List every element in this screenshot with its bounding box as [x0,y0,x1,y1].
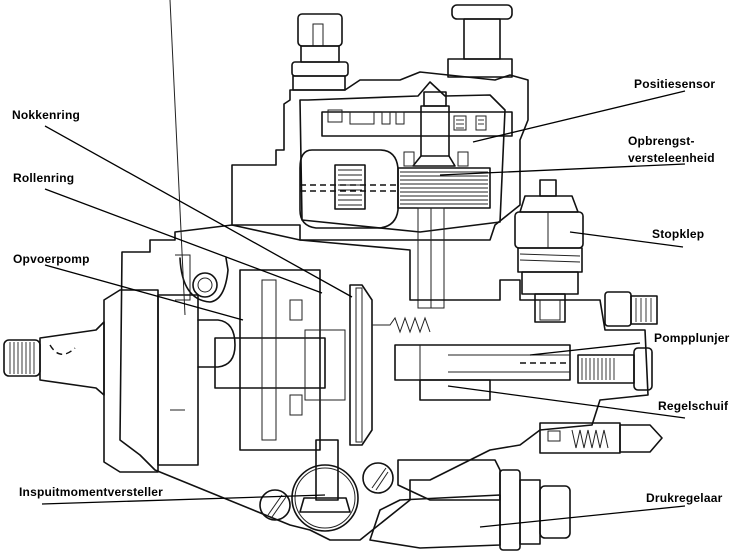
label-drukregelaar: Drukregelaar [646,491,723,505]
lamination-stack [400,171,488,205]
leader-opbrengst [439,163,686,176]
leader-nokkenring [44,125,353,298]
pressure-regulator [369,469,571,551]
label-stopklep: Stopklep [652,227,705,241]
leader-lines [41,90,686,528]
lower-valve [539,422,663,454]
leader-opvoerpomp [44,264,244,321]
coil-winding [338,169,362,206]
label-opvoerpomp: Opvoerpomp [13,252,90,266]
label-positiesensor: Positiesensor [634,77,716,91]
top-left-fitting [291,13,349,91]
leader-stopklep [569,231,684,248]
label-nokkenring: Nokkenring [12,108,81,122]
stop-valve [514,179,658,327]
label-opbrengst-line2: versteleenheid [628,151,715,165]
label-regelschuif: Regelschuif [658,399,729,413]
timing-device [259,439,501,532]
leader-inspuitmomentversteller [41,494,326,505]
label-inspuitmomentversteller: Inspuitmomentversteller [19,485,163,499]
leader-rollenring [44,188,323,294]
leader-pompplunjer [529,342,641,356]
leader-positiesensor [472,90,686,143]
shaft-thread [9,342,35,374]
upper-housing [231,71,529,309]
leader-drukregelaar [479,505,686,528]
label-pompplunjer: Pompplunjer [654,331,730,345]
leader-regelschuif [447,385,686,419]
label-rollenring: Rollenring [13,171,75,185]
top-right-fitting [447,4,513,78]
label-opbrengst-line1: Opbrengst- [628,134,695,148]
main-body [3,0,653,541]
screw-thread [581,358,615,380]
